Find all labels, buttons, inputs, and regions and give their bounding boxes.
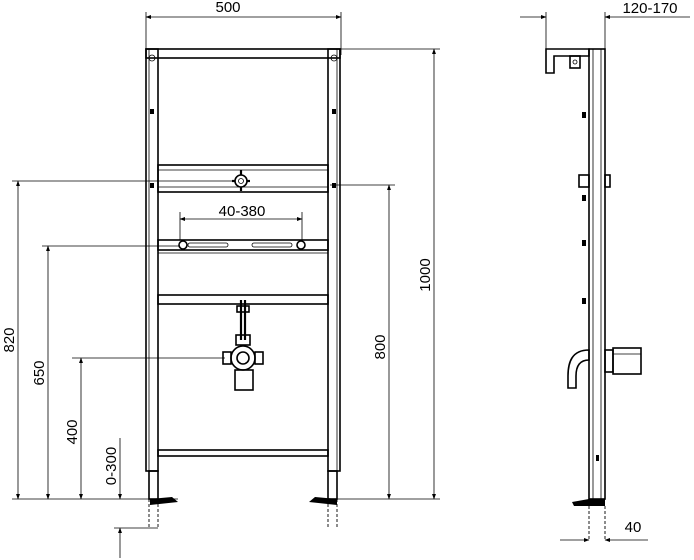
label-1000: 1000	[417, 258, 434, 291]
drain-fitting-icon	[222, 300, 264, 391]
mounting-rail	[157, 239, 329, 251]
label-650: 650	[31, 360, 48, 385]
side-upright	[588, 48, 606, 500]
rail-bolt-left	[178, 240, 188, 250]
label-foot-depth: 40	[625, 519, 642, 536]
label-400: 400	[64, 419, 81, 444]
label-820: 820	[1, 327, 18, 352]
label-spacing: 40-380	[219, 203, 266, 220]
bottom-crossbar	[157, 449, 329, 457]
rail-bolt-right	[296, 240, 306, 250]
front-view: 500 40-380 820 650 400 0-300 800 1000	[1, 0, 440, 558]
label-800: 800	[372, 334, 389, 359]
label-depth: 120-170	[622, 0, 677, 17]
side-foot	[572, 499, 605, 506]
label-width: 500	[215, 0, 240, 16]
left-foot	[148, 470, 178, 528]
label-foot-range: 0-300	[103, 447, 120, 485]
right-foot	[309, 470, 338, 528]
upper-fitting-icon	[232, 170, 250, 191]
top-bracket-icon	[545, 48, 590, 74]
lower-crossbar	[157, 294, 329, 305]
side-drain-icon	[567, 347, 642, 389]
upper-crossbar	[157, 164, 329, 193]
top-rail	[145, 48, 341, 59]
side-view: 120-170 40	[520, 0, 690, 542]
